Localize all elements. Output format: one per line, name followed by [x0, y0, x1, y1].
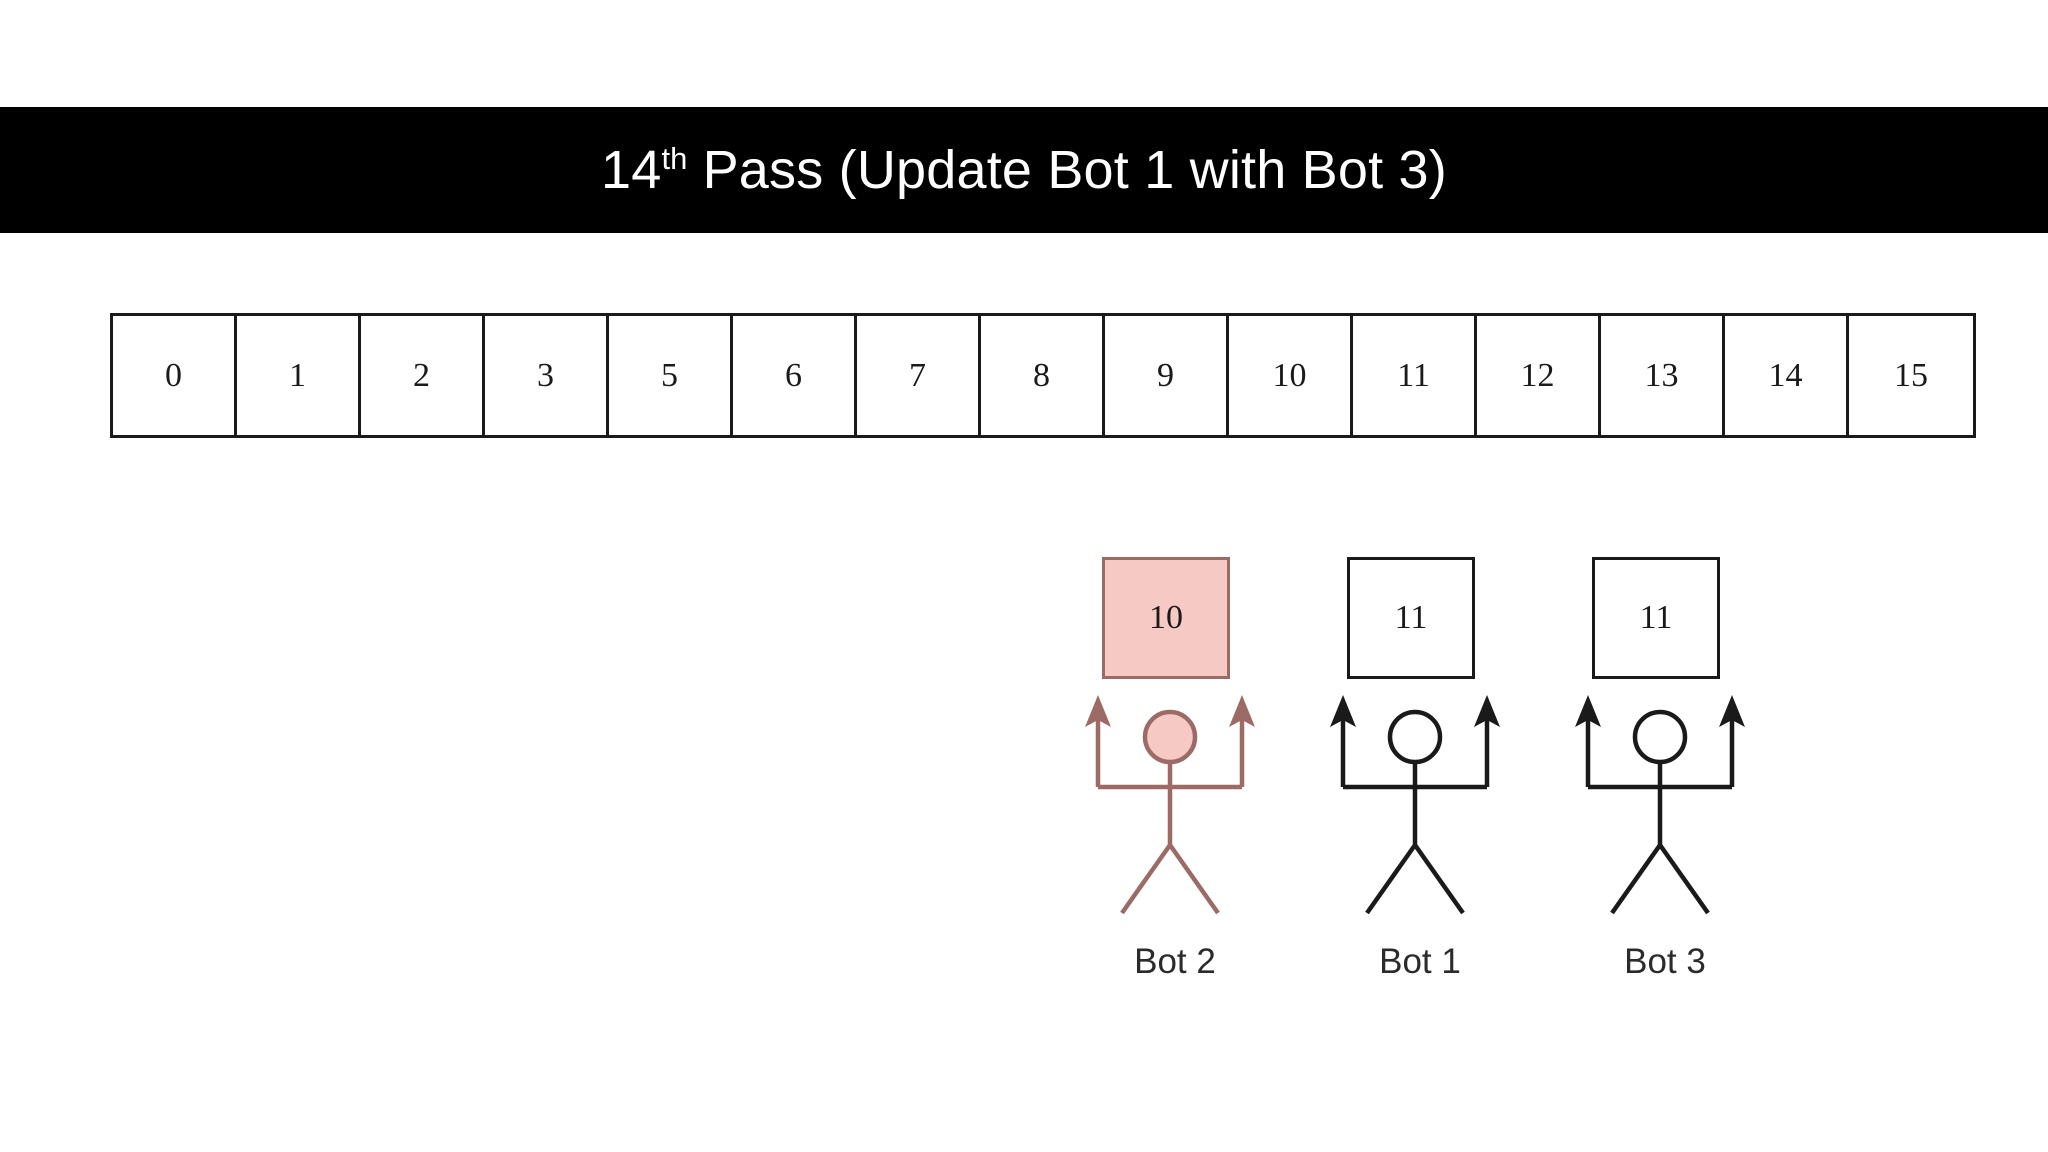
stick-figure-icon — [1330, 695, 1500, 915]
array-cell: 5 — [609, 316, 733, 435]
bot-held-value: 11 — [1394, 599, 1428, 636]
stick-figure-icon — [1085, 695, 1255, 915]
array-cell: 1 — [237, 316, 361, 435]
array-cell: 0 — [113, 316, 237, 435]
array-cell: 6 — [733, 316, 857, 435]
bot-label: Bot 1 — [1379, 942, 1461, 981]
bot-label: Bot 2 — [1134, 942, 1216, 981]
array-cell: 15 — [1849, 316, 1973, 435]
array-cell: 2 — [361, 316, 485, 435]
bot-held-box: 11 — [1347, 557, 1475, 679]
bot-held-box: 11 — [1592, 557, 1720, 679]
arrow-head-left-icon — [1330, 695, 1356, 727]
head-icon — [1387, 709, 1443, 765]
arrow-head-right-icon — [1229, 695, 1255, 727]
bot-held-value: 10 — [1149, 599, 1183, 636]
array-cell: 8 — [981, 316, 1105, 435]
array-cell: 9 — [1105, 316, 1229, 435]
title-bar: 14th Pass (Update Bot 1 with Bot 3) — [0, 107, 2048, 233]
bot-held-value: 11 — [1639, 599, 1673, 636]
array-cell: 3 — [485, 316, 609, 435]
ordinal-suffix: th — [661, 141, 688, 176]
bot-group-bot-1: 11 Bot 1 — [1295, 550, 1545, 1000]
arrow-head-left-icon — [1085, 695, 1111, 727]
bot-group-bot-2: 10 Bot 2 — [1050, 550, 1300, 1000]
page-title: 14th Pass (Update Bot 1 with Bot 3) — [601, 143, 1447, 197]
array-cell: 10 — [1229, 316, 1353, 435]
stick-figure-icon — [1575, 695, 1745, 915]
bots-row: 10 Bot 2 11 — [1030, 550, 1770, 1000]
arrow-head-right-icon — [1474, 695, 1500, 727]
pass-number: 14 — [601, 140, 662, 200]
array-cell: 12 — [1477, 316, 1601, 435]
arrow-head-left-icon — [1575, 695, 1601, 727]
bot-label: Bot 3 — [1624, 942, 1706, 981]
arrow-head-right-icon — [1719, 695, 1745, 727]
array-cell: 11 — [1353, 316, 1477, 435]
array-cell: 14 — [1725, 316, 1849, 435]
head-icon — [1632, 709, 1688, 765]
bot-held-box: 10 — [1102, 557, 1230, 679]
bot-group-bot-3: 11 Bot 3 — [1540, 550, 1790, 1000]
array-cell: 13 — [1601, 316, 1725, 435]
head-icon — [1142, 709, 1198, 765]
array-cell: 7 — [857, 316, 981, 435]
pass-description: Pass (Update Bot 1 with Bot 3) — [687, 140, 1447, 200]
